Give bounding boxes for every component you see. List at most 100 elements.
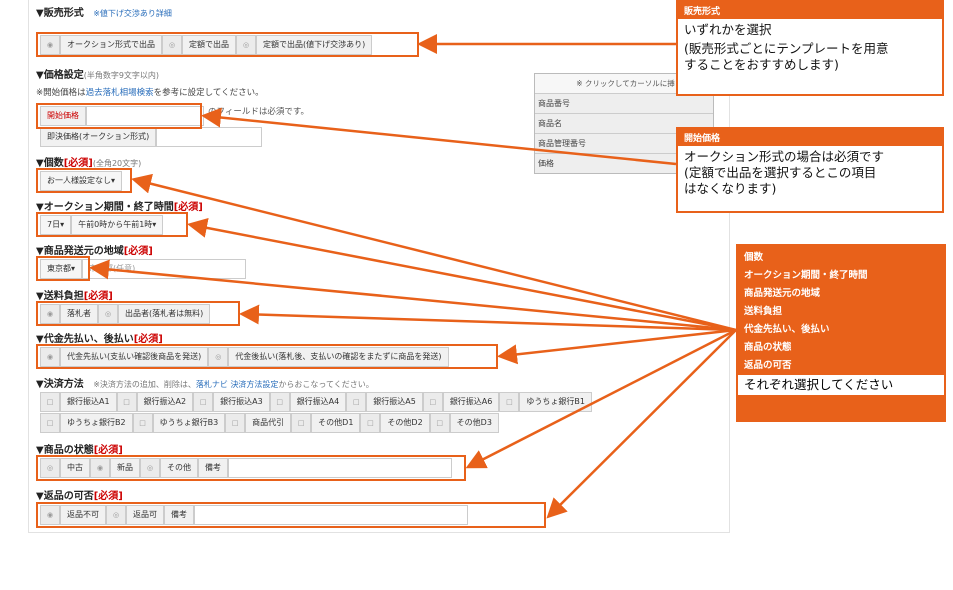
payment-option[interactable]: 銀行振込A2 xyxy=(136,392,194,412)
payment-checkbox[interactable]: □ xyxy=(40,413,60,433)
payment-option[interactable]: 銀行振込A5 xyxy=(366,392,423,412)
cod-options: ◉ 代金先払い(支払い確認後商品を発送) ◎ 代金後払い(落札後、支払いの確認を… xyxy=(40,347,449,367)
insert-field-item-number[interactable]: 商品番号 xyxy=(535,93,713,113)
buynow-price-row: 即決価格(オークション形式) xyxy=(40,127,263,147)
payment-checkbox[interactable]: □ xyxy=(291,413,312,433)
payment-option[interactable]: 銀行振込A3 xyxy=(213,392,270,412)
highlight-cod xyxy=(36,344,498,369)
payment-option[interactable]: その他D3 xyxy=(449,413,499,433)
payment-checkbox[interactable]: □ xyxy=(429,413,450,433)
radio-no-returns[interactable]: ◉ xyxy=(40,505,60,525)
callout-sales-format-line2: (販売形式ごとにテンプレートを用意 xyxy=(684,41,889,56)
radio-buyer-pays[interactable]: ◉ xyxy=(40,304,60,324)
payment-options-row2: □ゆうちょ銀行B2□ゆうちょ銀行B3□商品代引□その他D1□その他D2□その他D… xyxy=(40,413,499,433)
origin-heading: ▼商品発送元の地域[必須] xyxy=(36,246,153,257)
radio-returns-ok[interactable]: ◎ xyxy=(106,505,126,525)
start-price-row: 開始価格 xyxy=(40,106,204,126)
payment-checkbox[interactable]: □ xyxy=(225,413,246,433)
buynow-price-input[interactable] xyxy=(156,127,263,147)
radio-fixed-negotiable[interactable]: ◎ xyxy=(236,35,256,55)
buynow-price-label: 即決価格(オークション形式) xyxy=(40,127,157,147)
payment-checkbox[interactable]: □ xyxy=(422,392,443,412)
radio-other[interactable]: ◎ xyxy=(140,458,160,478)
option-no-returns[interactable]: 返品不可 xyxy=(60,505,106,525)
callout-start-price: 開始価格 オークション形式の場合は必須です (定額で出品を選択するとこの項目 は… xyxy=(676,127,944,213)
payment-option[interactable]: ゆうちょ銀行B2 xyxy=(60,413,133,433)
callout-start-price-line1: オークション形式の場合は必須です xyxy=(684,149,885,164)
condition-remark-input[interactable] xyxy=(228,458,452,478)
payment-settings-link[interactable]: 決済方法設定 xyxy=(230,380,279,389)
insert-field-header: ※ クリックしてカーソルに挿 xyxy=(535,74,713,93)
callout-sales-format-title: 販売形式 xyxy=(678,2,942,19)
condition-heading: ▼商品の状態[必須] xyxy=(36,445,123,456)
payment-checkbox[interactable]: □ xyxy=(193,392,214,412)
payment-option[interactable]: ゆうちょ銀行B1 xyxy=(519,392,592,412)
payment-option[interactable]: ゆうちょ銀行B3 xyxy=(152,413,226,433)
callout-selections-item: 代金先払い、後払い xyxy=(744,324,830,335)
payment-option[interactable]: 銀行振込A6 xyxy=(442,392,500,412)
price-negotiation-link[interactable]: ※値下げ交渉あり詳細 xyxy=(93,9,172,18)
payment-checkbox[interactable]: □ xyxy=(132,413,153,433)
payment-checkbox[interactable]: □ xyxy=(346,392,367,412)
shipping-heading: ▼送料負担[必須] xyxy=(36,291,113,302)
payment-checkbox[interactable]: □ xyxy=(116,392,137,412)
payment-checkbox[interactable]: □ xyxy=(269,392,290,412)
option-fixed-negotiable[interactable]: 定額で出品(値下げ交渉あり) xyxy=(256,35,373,55)
callout-selections-item: 送料負担 xyxy=(744,306,783,317)
quantity-row: お一人様設定なし▾ xyxy=(40,171,123,191)
condition-remark-label: 備考 xyxy=(198,458,228,478)
payment-checkbox[interactable]: □ xyxy=(360,413,381,433)
radio-fixed[interactable]: ◎ xyxy=(162,35,182,55)
sales-format-options: ◉ オークション形式で出品 ◎ 定額で出品 ◎ 定額で出品(値下げ交渉あり) xyxy=(40,35,373,55)
quantity-dropdown[interactable]: お一人様設定なし▾ xyxy=(40,171,123,191)
option-returns-ok[interactable]: 返品可 xyxy=(126,505,164,525)
highlight-condition xyxy=(36,455,466,481)
callout-start-price-line2: (定額で出品を選択するとこの項目 xyxy=(684,165,877,180)
payment-checkbox[interactable]: □ xyxy=(499,392,520,412)
duration-dropdown[interactable]: 7日▾ xyxy=(40,215,72,235)
price-note: ※開始価格は過去落札相場検索を参考に設定してください。 xyxy=(36,88,264,98)
radio-used[interactable]: ◎ xyxy=(40,458,60,478)
payment-checkbox[interactable]: □ xyxy=(40,392,60,412)
cod-heading: ▼代金先払い、後払い[必須] xyxy=(36,334,163,345)
highlight-returns xyxy=(36,502,546,528)
payment-option[interactable]: 銀行振込A1 xyxy=(60,392,117,412)
period-heading: ▼オークション期間・終了時間[必須] xyxy=(36,202,203,213)
callout-selections-item: 個数 xyxy=(744,252,764,263)
payment-option[interactable]: その他D1 xyxy=(311,413,361,433)
past-price-search-link[interactable]: 過去落札相場検索 xyxy=(85,88,154,98)
prefecture-dropdown[interactable]: 東京都▾ xyxy=(40,259,83,279)
callout-selections-item: 返品の可否 xyxy=(744,360,792,371)
option-auction[interactable]: オークション形式で出品 xyxy=(60,35,162,55)
radio-postpay[interactable]: ◎ xyxy=(208,347,229,367)
callout-selections-item: 商品発送元の地域 xyxy=(744,288,821,299)
payment-heading: ▼決済方法 ※決済方法の追加、削除は、落札ナビ 決済方法設定からおこなってくださ… xyxy=(36,379,374,390)
city-input[interactable]: 市区郡(任意) xyxy=(82,259,247,279)
rakusatsu-navi-link[interactable]: 落札ナビ xyxy=(195,380,228,389)
condition-options: ◎ 中古 ◉ 新品 ◎ その他 備考 xyxy=(40,458,452,478)
highlight-start-price xyxy=(36,103,202,129)
returns-options: ◉ 返品不可 ◎ 返品可 備考 xyxy=(40,505,468,525)
returns-remark-input[interactable] xyxy=(194,505,468,525)
radio-prepay[interactable]: ◉ xyxy=(40,347,60,367)
option-postpay[interactable]: 代金後払い(落札後、支払いの確認をまたずに商品を発送) xyxy=(228,347,449,367)
callout-selections-item: 商品の状態 xyxy=(744,342,792,353)
radio-auction[interactable]: ◉ xyxy=(40,35,60,55)
option-other[interactable]: その他 xyxy=(160,458,198,478)
radio-new[interactable]: ◉ xyxy=(90,458,110,478)
option-fixed[interactable]: 定額で出品 xyxy=(182,35,236,55)
payment-option[interactable]: その他D2 xyxy=(380,413,430,433)
quantity-heading: ▼個数[必須](全角20文字) xyxy=(36,158,142,169)
payment-option[interactable]: 商品代引 xyxy=(245,413,292,433)
highlight-period xyxy=(36,212,188,237)
required-field-note: のフィールドは必須です。 xyxy=(208,107,309,117)
payment-options-row1: □銀行振込A1□銀行振込A2□銀行振込A3□銀行振込A4□銀行振込A5□銀行振込… xyxy=(40,392,592,412)
callout-selections-footer: それぞれ選択してください xyxy=(738,375,944,395)
start-price-label: 開始価格 xyxy=(40,106,86,126)
option-new[interactable]: 新品 xyxy=(110,458,140,478)
option-prepay[interactable]: 代金先払い(支払い確認後商品を発送) xyxy=(60,347,209,367)
option-used[interactable]: 中古 xyxy=(60,458,90,478)
sales-format-heading: ▼販売形式 ※値下げ交渉あり詳細 xyxy=(36,8,172,19)
returns-heading: ▼返品の可否[必須] xyxy=(36,491,123,502)
payment-option[interactable]: 銀行振込A4 xyxy=(289,392,347,412)
